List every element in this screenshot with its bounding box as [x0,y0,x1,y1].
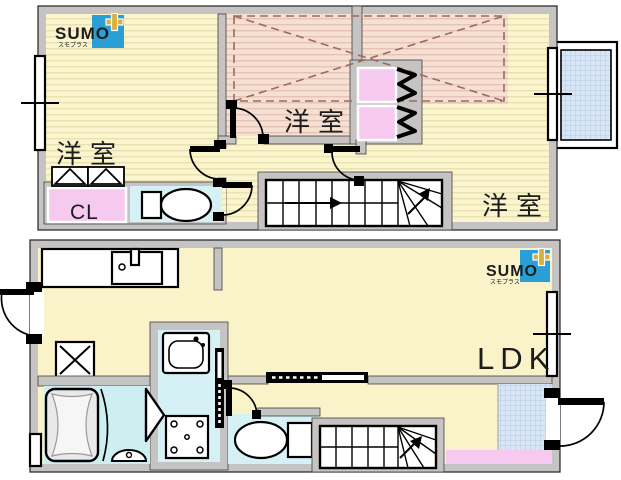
closet-cl [46,186,128,224]
washing-machine-icon [164,414,210,460]
door-toilet-1f [222,380,261,419]
sloped-ceiling-annotation [233,15,505,102]
doorway-gap [222,186,226,214]
wall [263,135,359,145]
washbasin-icon [161,331,211,375]
drain-icon [118,263,126,271]
entrance [446,384,605,464]
wall [37,375,153,387]
stairs-2f [257,171,453,231]
room-right-label: 洋室 [482,191,550,221]
toilet-icon [233,420,314,460]
wall [213,247,223,291]
stairs-arrow [418,188,430,201]
kitchen-door [0,282,44,344]
window-1f-right [533,290,571,378]
wall [217,13,227,149]
plus-icon [105,12,124,32]
brand-name: SUMO [55,24,110,43]
front-door [544,388,605,450]
room-left-label: 洋室 [56,139,124,169]
closet-folding [356,66,417,142]
brand-sub: スモプラス [58,42,88,49]
sliding-door-ldk [266,372,368,383]
door-room-middle [226,100,269,144]
window-2f-right [534,46,572,142]
balcony [553,40,619,150]
bathtub-icon [44,387,100,463]
washroom [144,330,224,462]
ldk-label: LDK [477,341,555,376]
doorway-gap [546,396,560,442]
stairs-1f [311,417,445,473]
wall [367,375,553,385]
wall [351,5,363,63]
stairs-arrow [410,436,422,449]
wall [257,407,321,417]
door-room-right [324,144,364,186]
toilet-icon [140,187,213,223]
window-bathroom [28,432,43,468]
toilet-1f [222,380,321,464]
brand-sub: スモプラス [490,279,520,286]
stairs-arrow [330,197,342,209]
kitchen-counter [40,247,180,289]
shoe-storage [446,450,552,464]
bathroom [28,386,150,468]
door-toilet-2f [213,178,253,221]
closet-cl-label: CL [70,201,99,224]
bath-door-curve [100,388,109,462]
sliding-door-washroom [215,348,224,428]
genkan-tile [498,384,552,450]
faucet-icon [129,247,141,267]
room-middle-label: 洋室 [284,107,352,137]
brand-watermark-1f: SUMO スモプラス [486,247,551,286]
closet-pole-icon [51,166,125,187]
window-2f-left [21,54,59,152]
plus-icon [532,247,551,267]
folding-door-icon [144,387,166,443]
room-middle-floor-lower [226,104,356,136]
stove-icon [54,340,96,380]
doorway-gap [30,290,44,336]
brand-watermark-2f: SUMO スモプラス [55,12,124,49]
floor-1-plan: LDK SUMO スモプラス [0,239,605,473]
brand-name: SUMO [486,263,538,280]
floor-2-plan: 洋室 洋室 洋室 CL SUMO スモプラス [21,5,619,231]
